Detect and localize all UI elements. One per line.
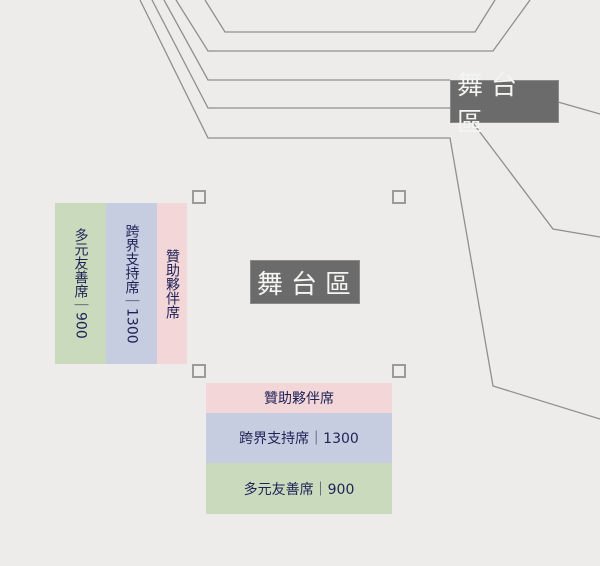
bottom-section-diverse-friendly[interactable]: 多元友善席｜900 [206,463,392,514]
left-section-crossover-support[interactable]: 跨界支持席｜1300 [106,203,157,364]
secondary-stage-label: 舞台區 [450,71,559,138]
section-label: 多元友善席｜900 [72,228,89,339]
section-label: 贊助夥伴席 [164,248,180,319]
main-stage-label: 舞台區 [250,260,360,304]
corner-marker [392,190,406,204]
left-section-diverse-friendly[interactable]: 多元友善席｜900 [55,203,106,364]
bottom-section-crossover-support[interactable]: 跨界支持席｜1300 [206,413,392,463]
outline-line [139,0,600,420]
bottom-section-sponsor[interactable]: 贊助夥伴席 [206,383,392,413]
corner-marker [192,364,206,378]
section-label: 多元友善席｜900 [243,481,355,498]
section-label: 跨界支持席｜1300 [239,431,359,447]
section-label: 贊助夥伴席 [264,391,334,407]
outline-line [204,0,496,33]
outline-line [175,0,531,52]
corner-marker [192,190,206,204]
outline-line [163,0,450,81]
left-section-sponsor[interactable]: 贊助夥伴席 [157,203,187,364]
outline-line [151,0,450,109]
section-label: 跨界支持席｜1300 [123,223,140,344]
outline-line [472,122,600,238]
corner-marker [392,364,406,378]
outline-line [557,101,600,115]
